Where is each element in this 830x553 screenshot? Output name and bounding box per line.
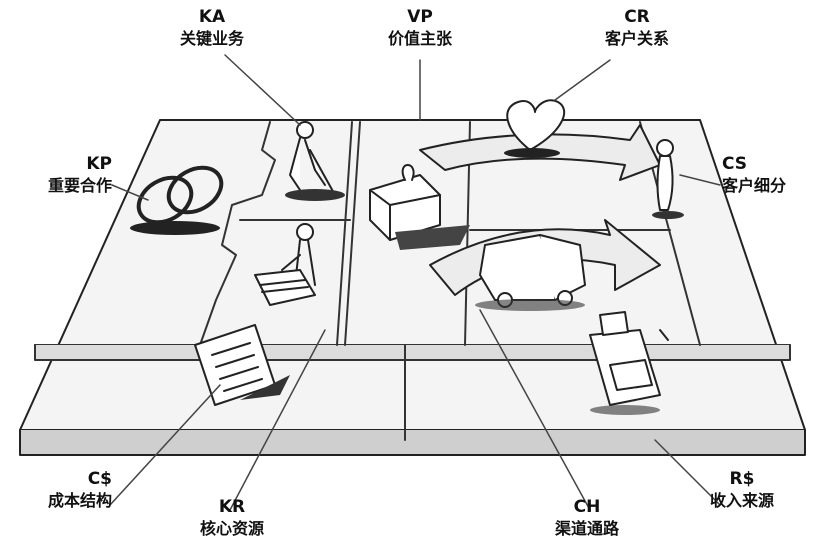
label-ka-name: 关键业务 [179,29,244,48]
label-vp-code: VP [407,7,433,27]
label-ka-code: KA [198,7,226,27]
label-ka: KA 关键业务 [172,6,252,50]
label-cr-name: 客户关系 [604,29,669,48]
heart-shadow [504,148,560,158]
label-cr: CR 客户关系 [595,6,679,50]
label-ch-code: CH [573,497,601,517]
document-icon [194,324,290,406]
label-kr-name: 核心资源 [199,519,264,538]
label-kr-code: KR [218,497,246,517]
customer-icon [652,139,684,219]
label-kp-code: KP [86,154,112,174]
label-rev: R$ 收入来源 [700,468,784,512]
rings-icon [130,165,224,235]
label-kp: KP 重要合作 [20,153,112,197]
label-cs-name: 客户细分 [722,176,787,195]
label-ch-name: 渠道通路 [554,519,619,538]
label-vp: VP 价值主张 [378,6,462,50]
leader-lines [109,54,721,511]
label-rev-code: R$ [729,469,755,489]
label-cost-name: 成本结构 [47,491,112,510]
worker-icon [285,121,345,201]
heart-icon [506,99,566,151]
label-vp-name: 价值主张 [387,29,452,48]
label-cr-code: CR [624,7,650,27]
machine-icon [254,223,316,306]
label-kr: KR 核心资源 [190,496,274,540]
cash-register-icon [589,311,669,415]
label-cost: C$ 成本结构 [20,468,112,512]
label-ch: CH 渠道通路 [545,496,629,540]
truck-icon [475,234,586,311]
label-cs: CS 客户细分 [722,153,822,197]
label-cost-code: C$ [87,469,112,489]
label-rev-name: 收入来源 [709,491,774,510]
label-cs-code: CS [722,154,748,174]
gift-icon [369,164,470,250]
label-kp-name: 重要合作 [47,176,112,195]
